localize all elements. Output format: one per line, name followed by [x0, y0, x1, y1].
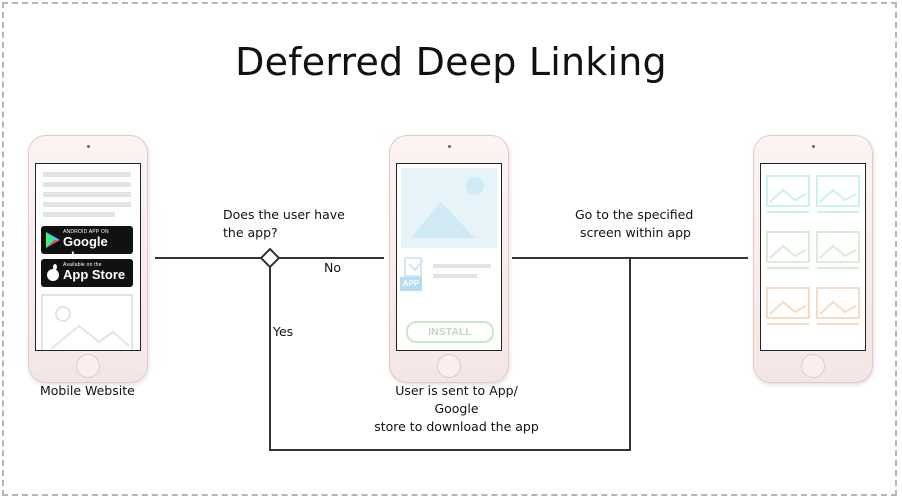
phone-app-screen	[753, 135, 873, 383]
grid-tile-cyan-2-icon	[816, 175, 860, 213]
dashed-frame	[2, 2, 897, 496]
store-label: User is sent to App/ Google store to dow…	[374, 382, 539, 436]
play-triangle-icon	[46, 232, 60, 248]
grid-tile-peach-2-icon	[816, 287, 860, 325]
google-badge-small-text: ANDROID APP ON	[63, 229, 109, 235]
phone-home-button	[76, 354, 100, 378]
text-line	[43, 192, 131, 197]
question-line-1: Does the user have	[223, 207, 345, 222]
phone-home-button	[437, 354, 461, 378]
store-line-2: store to download the app	[374, 419, 539, 434]
google-play-badge[interactable]: ANDROID APP ON Google play	[41, 226, 133, 264]
grid-tile-cyan-1-icon	[766, 175, 810, 213]
grid-tile-peach-1-icon	[766, 287, 810, 325]
text-line	[43, 212, 115, 217]
decision-diamond	[259, 247, 281, 269]
text-line	[43, 182, 131, 187]
app-image-grid	[766, 175, 860, 325]
text-line	[433, 274, 477, 278]
store-banner-image-icon	[401, 168, 497, 248]
phone-speaker	[811, 145, 815, 148]
app-label: APP	[400, 277, 422, 291]
phone-home-button	[801, 354, 825, 378]
no-label: No	[324, 260, 341, 275]
install-button[interactable]: INSTALL	[406, 321, 494, 343]
goto-line-1: Go to the specified	[575, 207, 694, 222]
phone-mobile-website: ANDROID APP ON Google play Available on …	[28, 135, 148, 383]
phone-screen: ANDROID APP ON Google play Available on …	[35, 163, 141, 351]
text-line	[43, 202, 131, 207]
goto-label: Go to the specified screen within app	[575, 206, 693, 242]
mobile-website-label: Mobile Website	[40, 383, 135, 398]
store-line-1: User is sent to App/ Google	[395, 383, 518, 416]
diagram-title: Deferred Deep Linking	[235, 40, 667, 84]
text-line	[433, 264, 491, 268]
apple-icon	[47, 264, 59, 281]
goto-line-2: screen within app	[580, 225, 691, 240]
question-line-2: the app?	[223, 225, 278, 240]
image-placeholder-icon	[41, 294, 133, 350]
app-store-badge[interactable]: Available on the App Store	[41, 259, 133, 287]
phone-speaker	[86, 145, 90, 148]
apple-badge-big-text: App Store	[63, 267, 126, 282]
text-line	[43, 172, 131, 177]
apple-badge-small-text: Available on the	[63, 262, 102, 268]
question-label: Does the user have the app?	[223, 206, 345, 242]
phone-speaker	[447, 145, 451, 148]
grid-tile-green-2-icon	[816, 231, 860, 269]
phone-screen	[760, 163, 866, 351]
yes-label: Yes	[273, 324, 294, 339]
phone-app-store: APP INSTALL	[389, 135, 509, 383]
grid-tile-green-1-icon	[766, 231, 810, 269]
app-document-icon	[404, 257, 424, 277]
phone-screen: APP INSTALL	[396, 163, 502, 351]
